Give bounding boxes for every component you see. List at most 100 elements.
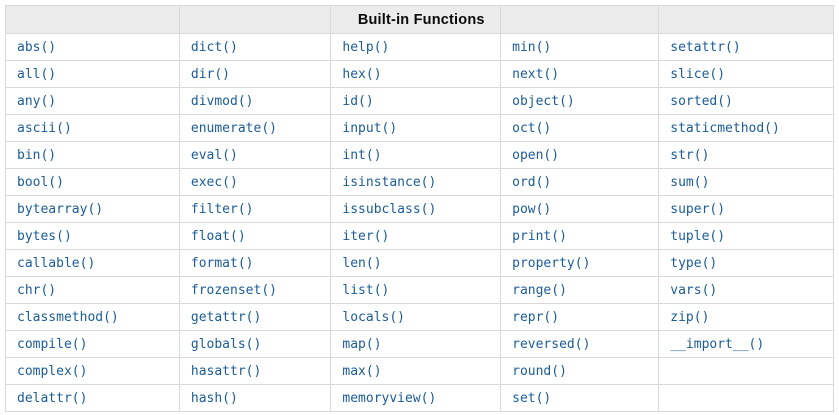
table-row: ascii() enumerate() input() oct() staticmeth… bbox=[5, 114, 834, 142]
function-link[interactable]: list() bbox=[342, 283, 390, 298]
function-link[interactable]: frozenset() bbox=[190, 283, 277, 298]
function-link[interactable]: input() bbox=[342, 121, 398, 136]
table-cell: dict() bbox=[178, 33, 332, 61]
function-link[interactable]: filter() bbox=[190, 202, 254, 217]
function-link[interactable]: sum() bbox=[670, 175, 710, 190]
table-row: delattr() hash() memoryview() set() bbox=[5, 384, 834, 412]
function-link[interactable]: setattr() bbox=[670, 40, 741, 55]
function-link[interactable]: super() bbox=[670, 202, 726, 217]
table-cell: tuple() bbox=[658, 222, 834, 250]
function-link[interactable]: eval() bbox=[190, 148, 238, 163]
function-link[interactable]: max() bbox=[342, 364, 382, 379]
table-cell: exec() bbox=[178, 168, 332, 196]
header-cell-empty bbox=[500, 5, 660, 34]
table-cell: list() bbox=[330, 276, 502, 304]
function-link[interactable]: hash() bbox=[190, 391, 238, 406]
function-link[interactable]: globals() bbox=[190, 337, 262, 352]
function-link[interactable]: bin() bbox=[17, 148, 57, 163]
table-cell: abs() bbox=[5, 33, 180, 61]
function-link[interactable]: range() bbox=[512, 283, 567, 298]
function-link[interactable]: id() bbox=[342, 94, 374, 109]
table-cell-empty bbox=[658, 384, 834, 412]
function-link[interactable]: slice() bbox=[670, 67, 726, 82]
function-link[interactable]: print() bbox=[512, 229, 567, 244]
table-row: chr() frozenset() list() range() vars() bbox=[5, 276, 834, 304]
function-link[interactable]: pow() bbox=[512, 202, 552, 217]
table-cell: divmod() bbox=[178, 87, 332, 115]
table-cell: eval() bbox=[178, 141, 332, 169]
table-cell: iter() bbox=[330, 222, 502, 250]
function-link[interactable]: property() bbox=[512, 256, 591, 271]
function-link[interactable]: isinstance() bbox=[342, 175, 437, 190]
function-link[interactable]: hasattr() bbox=[190, 364, 262, 379]
function-link[interactable]: set() bbox=[512, 391, 552, 406]
function-link[interactable]: str() bbox=[670, 148, 710, 163]
table-cell: issubclass() bbox=[330, 195, 502, 223]
function-link[interactable]: format() bbox=[190, 256, 254, 271]
function-link[interactable]: reversed() bbox=[512, 337, 591, 352]
function-link[interactable]: chr() bbox=[17, 283, 57, 298]
function-link[interactable]: any() bbox=[17, 94, 57, 109]
function-link[interactable]: dir() bbox=[190, 67, 231, 82]
function-link[interactable]: len() bbox=[342, 256, 382, 271]
function-link[interactable]: bool() bbox=[17, 175, 64, 190]
function-link[interactable]: exec() bbox=[190, 175, 238, 190]
function-link[interactable]: help() bbox=[342, 40, 390, 55]
function-link[interactable]: object() bbox=[512, 94, 575, 109]
table-cell: bytes() bbox=[5, 222, 180, 250]
function-link[interactable]: enumerate() bbox=[190, 121, 277, 136]
table-cell: sorted() bbox=[658, 87, 834, 115]
function-link[interactable]: zip() bbox=[670, 310, 710, 325]
function-link[interactable]: tuple() bbox=[670, 229, 726, 244]
function-link[interactable]: open() bbox=[512, 148, 560, 163]
table-cell: help() bbox=[330, 33, 502, 61]
function-link[interactable]: compile() bbox=[17, 337, 88, 352]
function-link[interactable]: bytes() bbox=[17, 229, 72, 244]
table-cell: hasattr() bbox=[178, 357, 332, 385]
table-title: Built-in Functions bbox=[330, 5, 502, 34]
function-link[interactable]: iter() bbox=[342, 229, 390, 244]
table-row: complex() hasattr() max() round() bbox=[5, 357, 834, 385]
table-cell: globals() bbox=[178, 330, 332, 358]
function-link[interactable]: abs() bbox=[17, 40, 57, 55]
table-cell: complex() bbox=[5, 357, 180, 385]
function-link[interactable]: classmethod() bbox=[17, 310, 119, 325]
function-link[interactable]: divmod() bbox=[190, 94, 254, 109]
function-link[interactable]: issubclass() bbox=[342, 202, 437, 217]
header-cell-empty bbox=[658, 5, 834, 34]
function-link[interactable]: vars() bbox=[670, 283, 718, 298]
function-link[interactable]: __import__() bbox=[670, 337, 765, 352]
function-link[interactable]: ord() bbox=[512, 175, 552, 190]
function-link[interactable]: dict() bbox=[190, 40, 238, 55]
function-link[interactable]: sorted() bbox=[670, 94, 733, 109]
function-link[interactable]: memoryview() bbox=[342, 391, 437, 406]
function-link[interactable]: type() bbox=[670, 256, 718, 271]
table-cell: int() bbox=[330, 141, 502, 169]
table-cell: pow() bbox=[500, 195, 660, 223]
function-link[interactable]: float() bbox=[190, 229, 246, 244]
table-cell: bin() bbox=[5, 141, 180, 169]
function-link[interactable]: ascii() bbox=[17, 121, 72, 136]
function-link[interactable]: getattr() bbox=[190, 310, 262, 325]
function-link[interactable]: map() bbox=[342, 337, 382, 352]
table-row: all() dir() hex() next() slice() bbox=[5, 60, 834, 88]
table-cell: frozenset() bbox=[178, 276, 332, 304]
function-link[interactable]: next() bbox=[512, 67, 560, 82]
table-cell: id() bbox=[330, 87, 502, 115]
function-link[interactable]: locals() bbox=[342, 310, 406, 325]
function-link[interactable]: round() bbox=[512, 364, 567, 379]
function-link[interactable]: callable() bbox=[17, 256, 96, 271]
function-link[interactable]: repr() bbox=[512, 310, 560, 325]
function-link[interactable]: oct() bbox=[512, 121, 552, 136]
function-link[interactable]: int() bbox=[342, 148, 382, 163]
function-link[interactable]: bytearray() bbox=[17, 202, 104, 217]
function-link[interactable]: staticmethod() bbox=[670, 121, 780, 136]
table-row: callable() format() len() property() type() bbox=[5, 249, 834, 277]
table-cell: getattr() bbox=[178, 303, 332, 331]
table-cell: classmethod() bbox=[5, 303, 180, 331]
function-link[interactable]: hex() bbox=[342, 67, 382, 82]
function-link[interactable]: complex() bbox=[17, 364, 88, 379]
function-link[interactable]: min() bbox=[512, 40, 552, 55]
function-link[interactable]: all() bbox=[17, 67, 57, 82]
function-link[interactable]: delattr() bbox=[17, 391, 88, 406]
